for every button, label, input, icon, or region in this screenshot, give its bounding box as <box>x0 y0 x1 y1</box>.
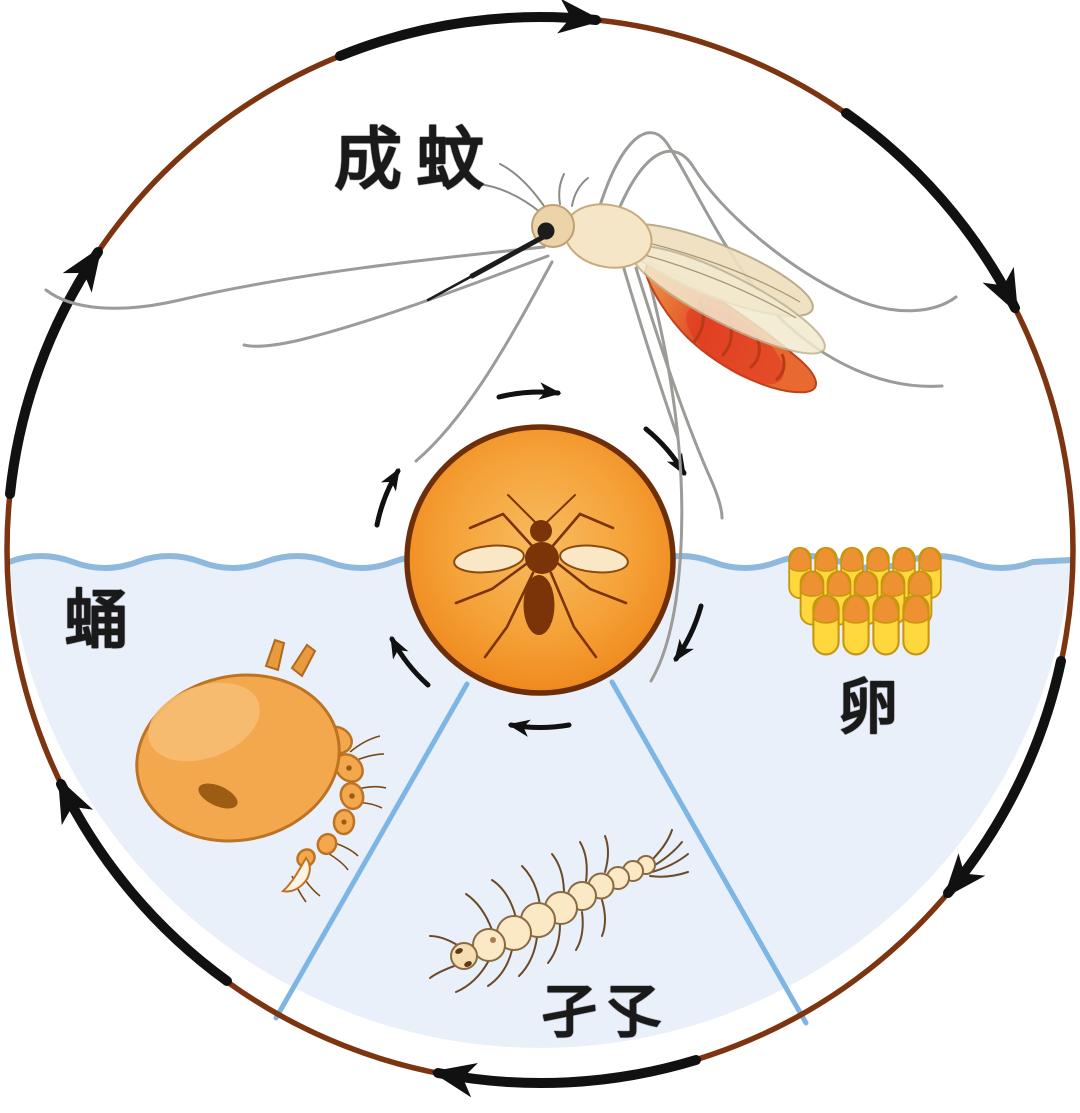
cycle-arrow-upper-left <box>5 246 103 499</box>
center-circle <box>404 424 676 696</box>
mini-arrow-icon <box>496 382 562 400</box>
cycle-arrow-lower-left <box>56 777 232 986</box>
mini-arrow-icon <box>673 603 704 662</box>
cycle-arrow-bottom <box>431 1055 701 1098</box>
center-mosquito-icon <box>453 494 629 659</box>
label-eggs: 卵 <box>838 674 898 741</box>
egg-cluster-illustration <box>788 546 942 656</box>
cycle-arrow-top <box>335 0 603 61</box>
label-adult-mosquito: 成蚊 <box>334 122 499 198</box>
sector-divider-right <box>609 679 809 1026</box>
outer-cycle-arrows <box>5 0 1066 1098</box>
mini-arrow-icon <box>374 468 401 528</box>
center-cycle-arrows <box>374 382 704 737</box>
label-pupa: 蛹 <box>64 584 128 656</box>
label-larva: 孑孓 <box>540 980 667 1045</box>
mini-arrow-icon <box>389 635 431 688</box>
mini-arrow-icon <box>507 719 572 737</box>
adult-mosquito-illustration <box>44 131 958 683</box>
cycle-arrow-lower-right <box>943 656 1066 899</box>
sector-divider-left <box>273 681 470 1021</box>
cycle-arrow-upper-right <box>841 108 1020 315</box>
mini-arrow-icon <box>643 426 687 476</box>
larva-illustration <box>429 829 689 993</box>
pupa-illustration <box>135 638 387 903</box>
